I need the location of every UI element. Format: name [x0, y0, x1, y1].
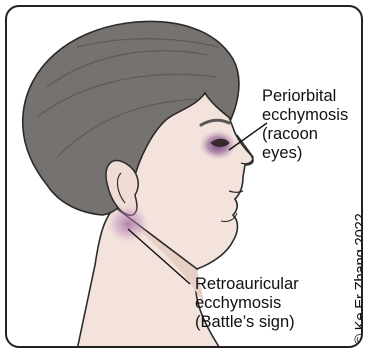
copyright-text: © Ke Er Zhang 2022: [352, 213, 363, 345]
periorbital-ecchymosis-label: Periorbital ecchymosis (racoon eyes): [262, 87, 348, 163]
retroauricular-bruise: [106, 204, 150, 244]
head-profile-illustration: [7, 7, 363, 348]
illustration-frame: Periorbital ecchymosis (racoon eyes) Ret…: [5, 5, 363, 348]
retroauricular-ecchymosis-label: Retroauricular ecchymosis (Battle’s sign…: [195, 275, 299, 332]
